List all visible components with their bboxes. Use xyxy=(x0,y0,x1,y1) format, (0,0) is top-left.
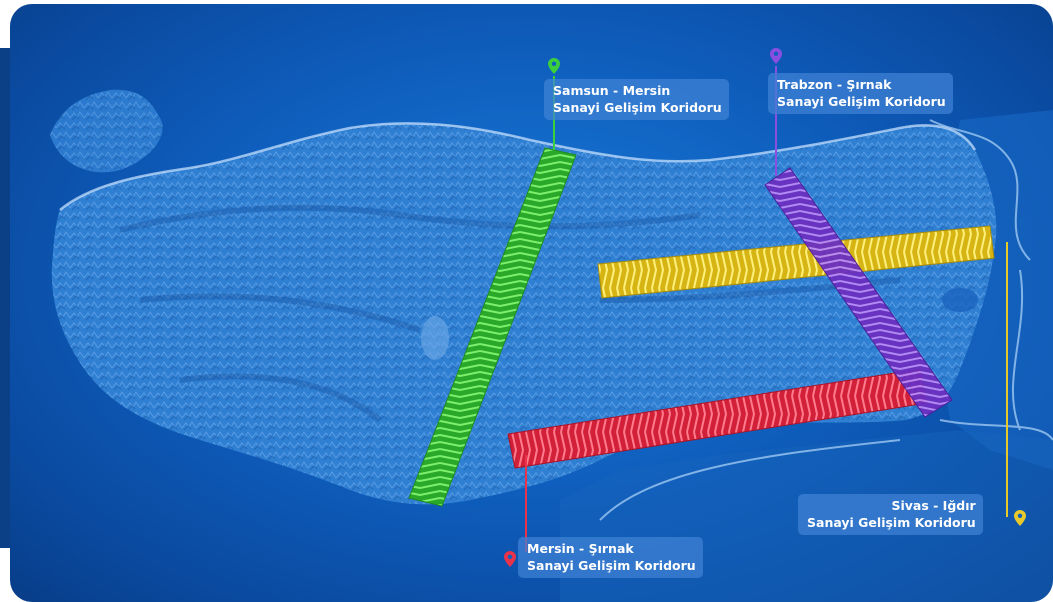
corridor-label-title: Mersin - Şırnak xyxy=(527,541,634,556)
map-frame: Samsun - Mersin Sanayi Gelişim Koridoru … xyxy=(10,4,1053,602)
corridor-label-title: Trabzon - Şırnak xyxy=(777,77,892,92)
corridor-label-subtitle: Sanayi Gelişim Koridoru xyxy=(553,100,722,115)
terrain-shading xyxy=(119,204,901,423)
corridor-label-sivas-igdir: Sivas - Iğdır Sanayi Gelişim Koridoru xyxy=(798,494,983,535)
lake-van xyxy=(942,288,978,312)
map-pin-icon xyxy=(1014,510,1026,526)
map-pin-icon xyxy=(770,48,782,64)
left-edge-strip xyxy=(0,0,12,602)
corridor-band-samsun-mersin xyxy=(408,147,577,507)
corridor-label-title: Sivas - Iğdır xyxy=(891,498,976,513)
left-edge-blue-strip xyxy=(0,48,12,548)
corridor-label-trabzon-sirnak: Trabzon - Şırnak Sanayi Gelişim Koridoru xyxy=(768,73,953,114)
corridor-band-trabzon-sirnak xyxy=(764,167,953,418)
corridor-label-title: Samsun - Mersin xyxy=(553,83,671,98)
corridor-label-subtitle: Sanayi Gelişim Koridoru xyxy=(777,94,946,109)
lake-tuz xyxy=(421,316,449,360)
map-pin-icon xyxy=(504,551,516,567)
coastline xyxy=(59,122,977,211)
corridor-band-sivas-igdir xyxy=(597,225,995,299)
corridor-label-subtitle: Sanayi Gelişim Koridoru xyxy=(527,558,696,573)
corridor-label-mersin-sirnak: Mersin - Şırnak Sanayi Gelişim Koridoru xyxy=(518,537,703,578)
map-pin-icon xyxy=(548,58,560,74)
border-lines xyxy=(599,119,1053,521)
thrace-land xyxy=(50,89,163,173)
corridor-label-samsun-mersin: Samsun - Mersin Sanayi Gelişim Koridoru xyxy=(544,79,729,120)
corridor-label-subtitle: Sanayi Gelişim Koridoru xyxy=(807,515,976,530)
